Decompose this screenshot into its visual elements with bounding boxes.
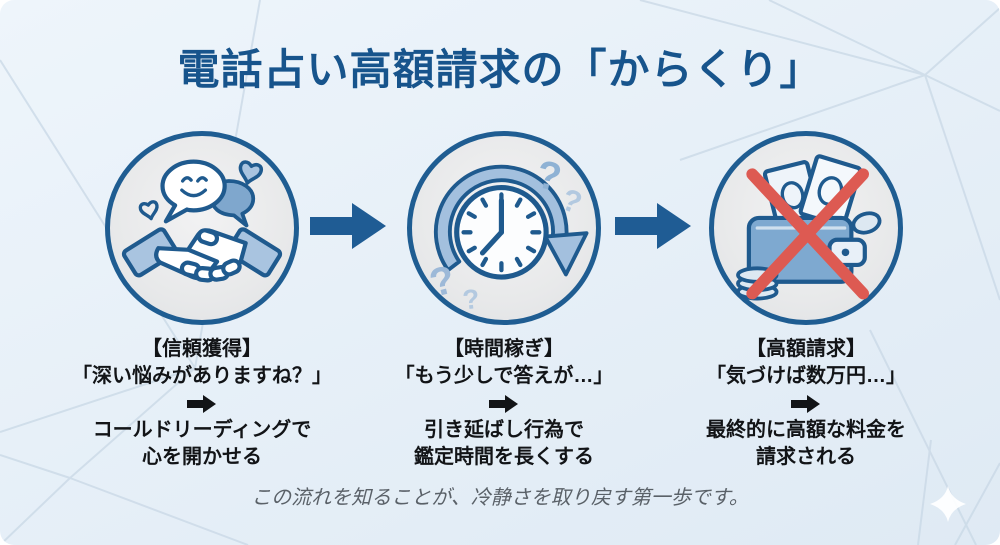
clock-ticks [461,192,542,273]
step-quote: 「気づけば数万円…」 [706,365,906,387]
handshake-hands [121,227,283,283]
step-heading: 【高額請求】 [746,338,866,360]
step-result-line1: 引き延ばし行為で [424,419,584,441]
handshake-trust-icon [121,159,283,283]
svg-text:?: ? [461,283,481,314]
svg-text:?: ? [532,152,565,200]
step-heading: 【時間稼ぎ】 [444,338,564,360]
clock-hands [479,197,504,256]
smiley-face [180,176,208,198]
sparkle-icon [930,486,966,522]
step-caption-billing: 【高額請求】 「気づけば数万円…」 最終的に高額な料金を 請求される [646,336,966,471]
footer-note: この流れを知ることが、冷静さを取り戻す第一歩です。 [251,487,749,509]
banknotes [762,154,863,231]
step-heading: 【信頼獲得】 [142,338,262,360]
step-circle-trust [105,131,299,325]
wallet-crossed-icon [736,154,882,301]
step-result-line1: コールドリーディングで [92,419,312,441]
step-result-line2: 請求される [756,446,856,468]
step-caption-stalling: 【時間稼ぎ】 「もう少しで答えが…」 引き延ばし行為で 鑑定時間を長くする [344,336,664,471]
coin-icon [851,211,882,235]
flow-arrow-icon [615,203,691,249]
svg-text:?: ? [557,182,587,221]
step-result-line2: 心を開かせる [142,446,262,468]
step-circle-billing [709,131,903,325]
step-quote: 「もう少しで答えが…」 [394,365,614,387]
step-circle-stalling: ? ? ? ? [407,131,601,325]
rotation-arrow-head [543,231,589,277]
page-title: 電話占い高額請求の「からくり」 [177,46,823,93]
flow-arrow-icon [310,203,386,249]
red-cross-icon [746,168,869,300]
step-result-line2: 鑑定時間を長くする [414,446,594,468]
step-result-line1: 最終的に高額な料金を [706,419,906,441]
step-caption-trust: 【信頼獲得】 「深い悩みがありますね？」 コールドリーディングで 心を開かせる [42,336,362,471]
speech-bubble-smiley [160,159,227,224]
result-arrow-icon [489,395,518,413]
result-arrow-icon [791,395,820,413]
clock-stalling-icon: ? ? ? ? [425,152,589,314]
heart-icons [138,160,264,221]
step-quote: 「深い悩みがありますね？」 [72,365,332,387]
result-arrow-icon [187,395,216,413]
